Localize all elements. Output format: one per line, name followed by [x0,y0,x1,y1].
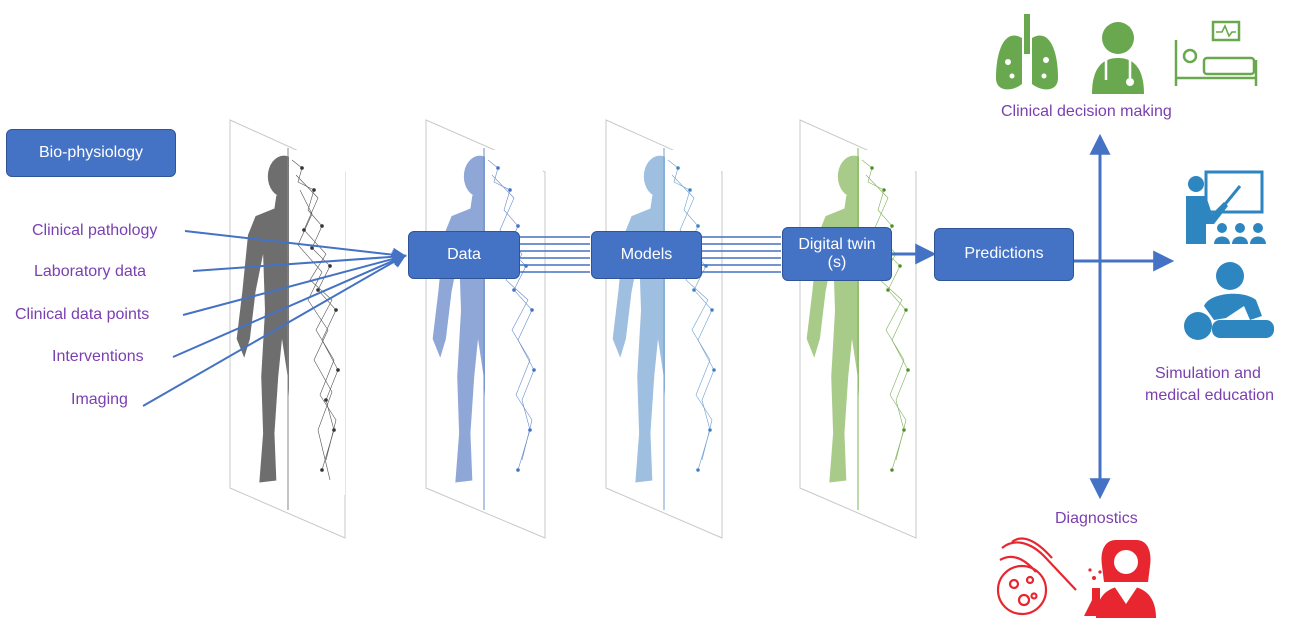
data-box: Data [408,231,520,279]
panel-bio-physiology [229,119,346,539]
input-label-interventions: Interventions [52,348,144,365]
panel-data [425,119,546,539]
lungs-icon [996,14,1058,90]
input-label-laboratory-data: Laboratory data [34,263,147,280]
panel-models [605,119,723,539]
simulation-label-line1: Simulation and [1155,365,1261,382]
arrow-clinical-pathology [184,230,407,262]
arrow-imaging [142,254,407,407]
data-to-models-lines [519,236,590,273]
simulation-label-line2: medical education [1145,387,1274,404]
digital-twin-label: Digital twin (s) [798,235,876,271]
clinical-decision-label: Clinical decision making [1001,103,1172,120]
microbe-hand-icon [996,537,1077,616]
input-label-imaging: Imaging [71,391,128,408]
models-box: Models [591,231,702,279]
hospital-bed-icon [1174,20,1258,86]
arrow-clinical-data-points [182,252,407,316]
teacher-class-icon [1186,170,1266,244]
input-label-clinical-data-points: Clinical data points [15,306,150,323]
wireframe-mesh [291,159,340,481]
models-to-twin-lines [701,236,781,273]
predictions-box: Predictions [934,228,1074,281]
arrow-interventions [172,254,407,358]
wireframe-mesh [861,159,910,472]
doctor-icon [1092,22,1144,94]
panel-digital-twin [799,119,917,539]
input-label-clinical-pathology: Clinical pathology [32,222,158,239]
arrow-laboratory-data [192,249,407,272]
wireframe-mesh [487,159,536,472]
cpr-icon [1184,262,1274,340]
lab-scientist-icon [1084,540,1156,618]
digital-twin-box: Digital twin (s) [782,227,892,281]
bio-physiology-box: Bio-physiology [6,129,176,177]
diagnostics-label: Diagnostics [1055,510,1138,527]
input-arrows [142,230,407,407]
wireframe-mesh [667,159,716,472]
output-arrows [1073,133,1175,500]
